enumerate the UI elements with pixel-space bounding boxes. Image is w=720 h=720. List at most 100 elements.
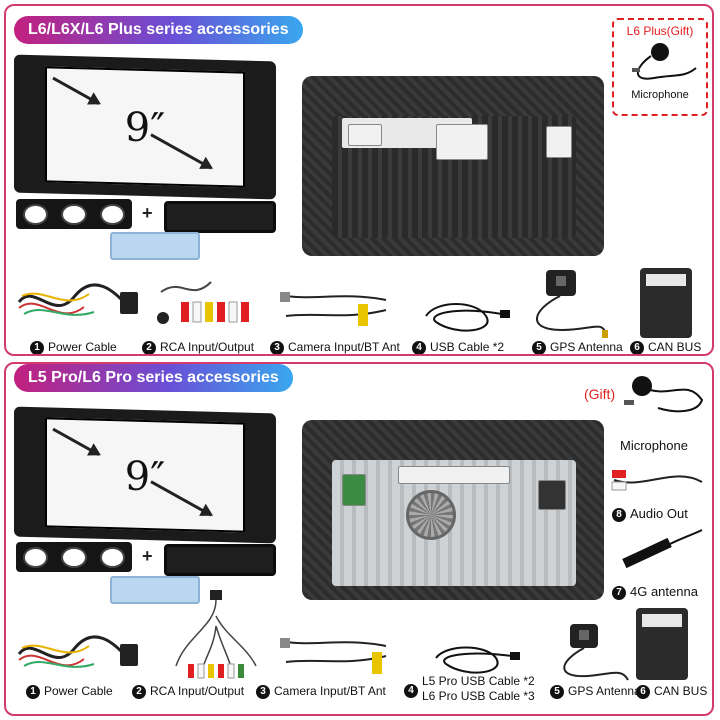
- radio-panel-trim: [164, 544, 276, 576]
- side-caption-4g-antenna: 7 4G antenna: [612, 584, 698, 600]
- head-unit-back: [302, 420, 604, 600]
- gps-antenna-icon: [563, 624, 629, 681]
- screen-size-label: 9″: [124, 104, 166, 152]
- camera-cable-icon: [280, 292, 387, 326]
- accessory-caption-4: 4 USB Cable *2: [412, 340, 505, 354]
- power-cable-icon: [17, 283, 138, 316]
- screen-size-label: 9″: [124, 453, 166, 501]
- knob-cutout: [61, 203, 87, 225]
- rca-cable-icon: [157, 281, 249, 324]
- gift-title: L6 Plus(Gift): [626, 24, 694, 38]
- accessory-number: 1: [30, 340, 44, 354]
- top-accessories-panel: L6/L6X/L6 Plus series accessories 9″ + L…: [4, 4, 714, 356]
- accessory-caption-1: 1 Power Cable: [26, 684, 113, 699]
- accessory-label: Power Cable: [48, 340, 117, 354]
- accessory-number: 5: [532, 340, 546, 354]
- accessory-label: CAN BUS: [648, 340, 702, 354]
- usb-cable-icon: [425, 303, 510, 332]
- aux-connector: [348, 124, 382, 146]
- accessory-caption-2: 2 RCA Input/Output: [132, 684, 244, 699]
- bottom-accessories-panel: L5 Pro/L6 Pro series accessories 9″ + (G…: [4, 362, 714, 716]
- head-unit-front: 9″: [14, 54, 276, 200]
- gift-microphone-box: L6 Plus(Gift) Microphone: [612, 18, 708, 116]
- gift-item: Microphone: [631, 89, 689, 101]
- accessory-caption-3: 3 Camera Input/BT Ant: [270, 340, 400, 354]
- microphone-icon: [624, 376, 704, 413]
- rca-cable-icon: [175, 590, 257, 679]
- canbus-sticker: [646, 273, 686, 287]
- canbus-box-icon: [640, 268, 692, 338]
- accessory-label: GPS Antenna: [568, 684, 641, 698]
- bottom-series-banner: L5 Pro/L6 Pro series accessories: [14, 364, 293, 392]
- side-caption-microphone: Microphone: [620, 438, 688, 453]
- accessory-label: USB Cable *2: [430, 340, 505, 354]
- microphone-icon: [632, 43, 697, 80]
- antenna-connector: [538, 480, 566, 510]
- knob-cutout: [99, 546, 126, 568]
- usb-cable-icon: [435, 646, 520, 674]
- aux-connector: [342, 474, 366, 506]
- knob-cutout: [61, 546, 87, 568]
- antenna-connector: [546, 126, 572, 158]
- canbus-box-icon: [636, 608, 688, 680]
- head-unit-screen: 9″: [45, 66, 245, 188]
- accessory-caption-5: 5 GPS Antenna: [550, 684, 641, 699]
- accessory-caption-1: 1 Power Cable: [30, 340, 117, 354]
- accessory-label: Camera Input/BT Ant: [274, 684, 386, 698]
- top-series-banner: L6/L6X/L6 Plus series accessories: [14, 16, 303, 44]
- accessory-number: 5: [550, 684, 564, 699]
- plus-icon: +: [142, 546, 153, 566]
- accessory-label: GPS Antenna: [550, 340, 623, 354]
- radio-panel-trim: [164, 201, 276, 233]
- canbus-sticker: [642, 613, 682, 627]
- accessory-number: 6: [630, 340, 644, 354]
- accessory-label: Camera Input/BT Ant: [288, 340, 400, 354]
- accessory-number: 3: [256, 684, 270, 699]
- knob-cutout: [22, 546, 49, 568]
- accessory-number: 8: [612, 507, 626, 522]
- main-connector: [398, 466, 510, 484]
- accessory-caption-3: 3 Camera Input/BT Ant: [256, 684, 386, 699]
- accessory-label: 4G antenna: [630, 584, 698, 599]
- accessory-number: 4: [404, 684, 418, 698]
- gift-label: (Gift): [584, 386, 616, 402]
- camera-cable-icon: [280, 638, 387, 674]
- mounting-bracket: [110, 232, 200, 260]
- accessory-label: RCA Input/Output: [150, 684, 245, 698]
- side-caption-audio-out: 8 Audio Out: [612, 506, 688, 522]
- cooling-fan-icon: [406, 490, 456, 540]
- gps-antenna-icon: [536, 270, 608, 338]
- accessory-label: Audio Out: [630, 506, 688, 521]
- accessory-number: 4: [412, 340, 426, 354]
- main-connector: [436, 124, 488, 160]
- accessory-caption-2: 2 RCA Input/Output: [142, 340, 255, 354]
- accessory-number: 6: [636, 684, 650, 699]
- plus-icon: +: [142, 203, 153, 223]
- power-cable-icon: [17, 635, 138, 668]
- accessory-caption-6: 6 CAN BUS: [630, 340, 702, 354]
- head-unit-front: 9″: [14, 406, 276, 544]
- accessory-number: 7: [612, 585, 626, 600]
- head-unit-back: [302, 76, 604, 256]
- accessory-number: 3: [270, 340, 284, 354]
- accessory-label: CAN BUS: [654, 684, 708, 698]
- ac-panel-trim: [16, 542, 132, 572]
- knob-cutout: [22, 203, 49, 225]
- accessory-label: L5 Pro USB Cable *2: [422, 674, 535, 688]
- knob-cutout: [99, 203, 126, 225]
- accessory-label: Power Cable: [44, 684, 113, 698]
- diagonal-arrow-icon: [52, 76, 101, 106]
- accessory-caption-6: 6 CAN BUS: [636, 684, 707, 699]
- accessory-number: 2: [142, 340, 156, 354]
- head-unit-screen: 9″: [45, 417, 245, 533]
- accessory-caption-5: 5 GPS Antenna: [532, 340, 623, 354]
- accessory-number: 2: [132, 684, 146, 699]
- ac-panel-trim: [16, 199, 132, 229]
- accessory-number: 1: [26, 684, 40, 699]
- accessory-label: L6 Pro USB Cable *3: [422, 689, 535, 703]
- audio-out-cable-icon: [611, 470, 703, 491]
- mounting-bracket: [110, 576, 200, 604]
- 4g-antenna-icon: [622, 529, 703, 569]
- accessory-label: RCA Input/Output: [160, 340, 255, 354]
